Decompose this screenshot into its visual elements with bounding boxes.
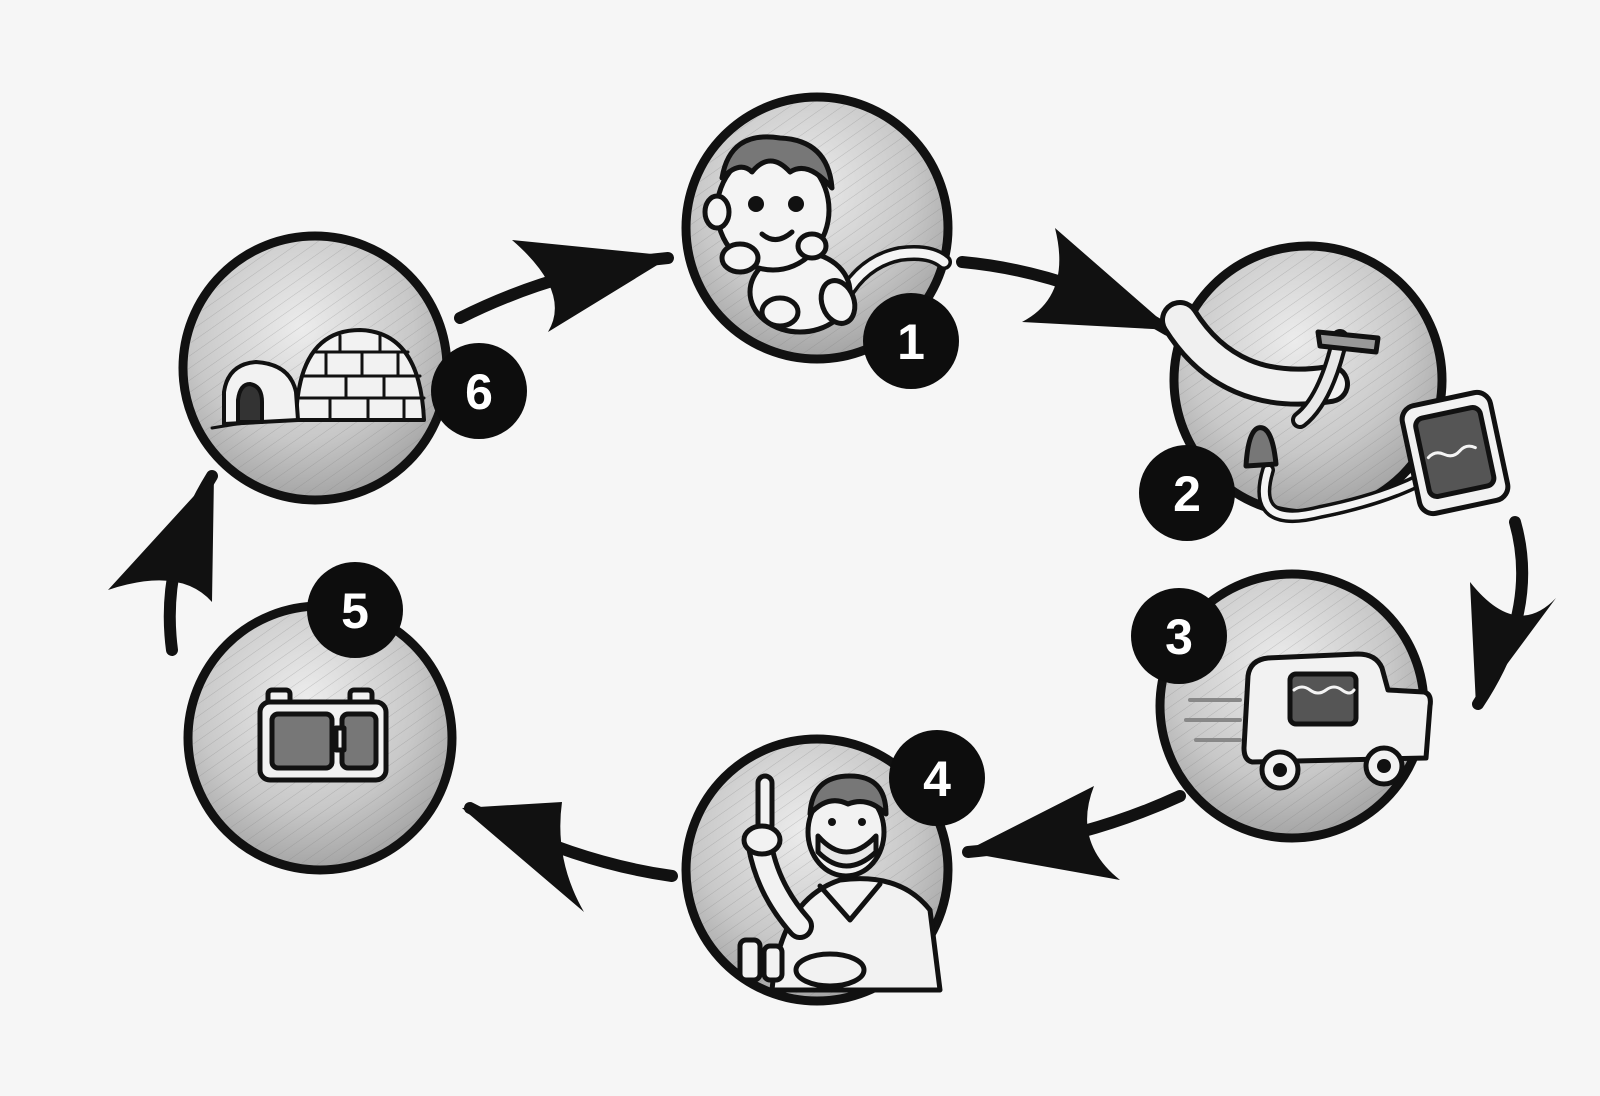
step-4: 4: [681, 730, 985, 1006]
lab-technician-with-test-tube-icon: [737, 773, 943, 993]
step-5-number: 5: [341, 583, 369, 639]
step-3-badge: 3: [1131, 588, 1227, 684]
step-4-number: 4: [923, 751, 951, 807]
arrow-1-to-2: [956, 228, 1174, 336]
igloo-cryo-storage-icon: [210, 328, 426, 430]
arrow-6-to-1: [454, 240, 674, 332]
step-4-badge: 4: [889, 730, 985, 826]
step-5: 5: [183, 562, 457, 875]
baby-with-umbilical-cord-icon: [702, 134, 952, 335]
arrow-5-to-6: [108, 470, 218, 656]
step-1-badge: 1: [863, 293, 959, 389]
step-6: 6: [178, 231, 527, 505]
arrow-4-to-5: [462, 802, 678, 912]
arrow-2-to-3: [1470, 516, 1556, 710]
step-2: 2: [1139, 241, 1511, 541]
step-5-badge: 5: [307, 562, 403, 658]
step-6-number: 6: [465, 364, 493, 420]
step-1: 1: [681, 92, 959, 389]
cord-blood-collection-bag-icon: [1160, 300, 1511, 524]
cycle-arrows: [108, 228, 1556, 912]
step-3: 3: [1131, 569, 1433, 843]
step-2-number: 2: [1173, 466, 1201, 522]
transport-van-icon: [1184, 651, 1433, 791]
arrow-3-to-4: [962, 786, 1186, 880]
step-2-badge: 2: [1139, 445, 1235, 541]
step-6-badge: 6: [431, 343, 527, 439]
storage-container-icon: [257, 687, 389, 783]
step-1-number: 1: [897, 314, 925, 370]
step-3-number: 3: [1165, 609, 1193, 665]
